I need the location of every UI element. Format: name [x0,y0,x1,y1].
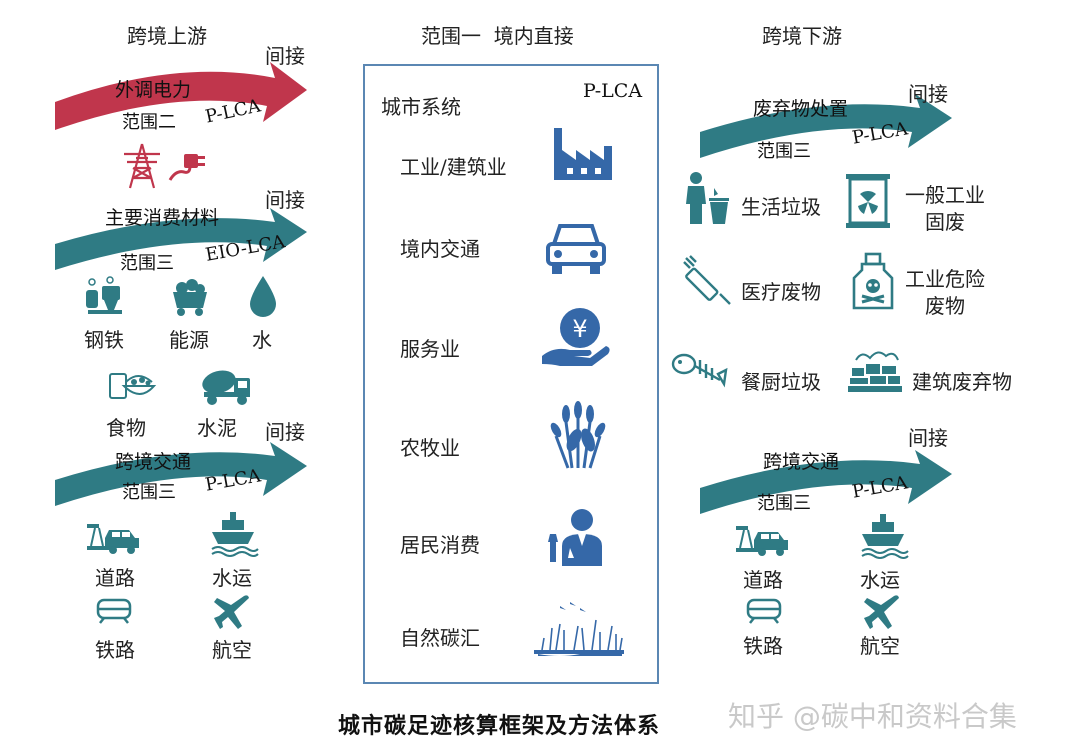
city-system-box [363,64,659,684]
watermark: 知乎 @碳中和资料合集 [728,700,1017,733]
ship-icon [861,514,909,559]
industrial-waste-icon [846,174,890,228]
left-transport-label-rail: 铁路 [95,638,135,662]
ship-icon [211,512,259,557]
syringe-icon [683,255,731,305]
material-label-steel: 钢铁 [84,328,124,352]
city-system-method: P-LCA [583,80,643,102]
waste-label-industrial-line1: 一般工业 [905,183,985,207]
train-icon [746,598,782,624]
material-label-water: 水 [252,328,272,352]
right-transport-label-road: 道路 [743,568,783,592]
waste-label-medical: 医疗废物 [741,280,821,304]
waste-label-construction: 建筑废弃物 [912,370,1012,394]
sector-label-industry: 工业/建筑业 [400,155,507,179]
factory-icon [554,128,612,180]
yuan-hand-icon: ¥ [542,308,610,366]
right-header: 跨境下游 [762,24,842,48]
waste-label-kitchen: 餐厨垃圾 [741,370,821,394]
waiter-icon [548,509,602,566]
right-transport-label-water: 水运 [860,568,900,592]
train-icon [96,598,132,624]
waste-label-hazardous-line1: 工业危险 [905,267,985,291]
left-arrow-electricity [55,62,307,130]
left-arrow3-indirect: 间接 [265,420,305,444]
waste-label-industrial-line2: 固废 [925,210,965,234]
figure-caption: 城市碳足迹核算框架及方法体系 [338,714,661,739]
food-icon [109,373,157,399]
plug-icon [168,154,205,181]
construction-waste-icon [848,351,902,392]
left-arrow-transport [55,442,307,506]
airplane-icon [864,595,899,629]
trash-person-icon [686,172,729,224]
sector-label-carbon-sink: 自然碳汇 [400,626,480,650]
left-header: 跨境上游 [127,24,207,48]
sector-label-consumption: 居民消费 [400,533,480,557]
left-arrow-materials [55,208,307,270]
wheat-icon [550,401,606,469]
car-icon [546,224,606,274]
right-arrow-waste [700,94,952,158]
road-car-icon [736,526,788,556]
left-arrow1-scope: 范围二 [122,112,176,133]
center-header: 范围一 境内直接 [421,24,574,48]
svg-text:¥: ¥ [572,315,587,343]
left-transport-label-water: 水运 [212,566,252,590]
airplane-icon [214,595,249,629]
right-transport-label-rail: 铁路 [743,634,783,658]
waste-label-household: 生活垃圾 [741,195,821,219]
cement-truck-icon [202,370,250,405]
left-arrow2-scope: 范围三 [120,253,174,274]
left-arrow2-indirect: 间接 [265,188,305,212]
material-label-food: 食物 [106,416,146,440]
right-arrow2-title: 跨境交通 [763,451,840,473]
right-arrow-transport [700,450,952,514]
water-drop-icon [250,276,276,317]
power-tower-icon [124,143,160,189]
left-arrow1-indirect: 间接 [265,44,305,68]
right-arrow2-scope: 范围三 [757,493,811,514]
fish-bone-icon [671,353,728,388]
material-label-energy: 能源 [169,328,209,352]
right-arrow1-title: 废弃物处置 [753,98,849,120]
coal-cart-icon [173,279,207,316]
left-arrow3-scope: 范围三 [122,482,176,503]
right-arrow2-indirect: 间接 [908,426,948,450]
right-arrow1-scope: 范围三 [757,141,811,162]
left-arrow3-title: 跨境交通 [115,451,192,473]
city-system-title: 城市系统 [381,95,461,119]
road-car-icon [87,524,139,554]
steel-icon [86,276,122,314]
waste-label-hazardous-line2: 废物 [925,294,965,318]
left-transport-label-air: 航空 [212,638,252,662]
sector-label-agriculture: 农牧业 [400,436,460,460]
right-arrow1-indirect: 间接 [908,82,948,106]
wetland-icon [534,602,624,656]
left-arrow1-title: 外调电力 [115,79,192,101]
left-transport-label-road: 道路 [95,566,135,590]
material-label-cement: 水泥 [197,416,237,440]
sector-label-service: 服务业 [400,337,460,361]
poison-bottle-icon [852,252,894,310]
left-arrow2-title: 主要消费材料 [105,207,220,229]
right-transport-label-air: 航空 [860,634,900,658]
sector-label-transport: 境内交通 [400,237,480,261]
